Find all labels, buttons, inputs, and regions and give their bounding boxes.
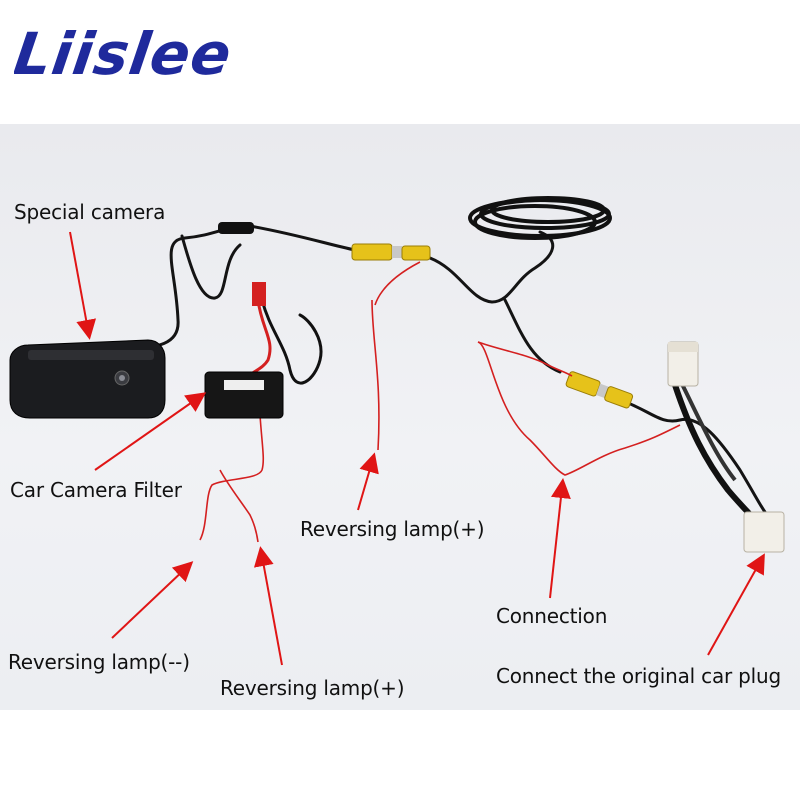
original-car-plug-harness (667, 341, 785, 553)
camera-filter-box (204, 371, 284, 419)
thin-red-wires (199, 261, 681, 543)
label-reversing-lamp-plus-center: Reversing lamp(+) (300, 517, 485, 541)
cable-coil (468, 196, 612, 240)
arrow-reversing-lamp-plus-bottom (253, 546, 283, 666)
label-connect-original-plug: Connect the original car plug (496, 664, 782, 688)
rca-connector-top (351, 243, 431, 261)
arrow-connection (549, 478, 571, 599)
video-cable (128, 224, 767, 514)
inline-connector (218, 222, 254, 234)
arrow-reversing-lamp-minus (111, 561, 194, 639)
arrow-camera-filter (94, 392, 207, 471)
brand-logo: Liislee (14, 20, 236, 88)
label-reversing-lamp-minus: Reversing lamp(--) (8, 650, 190, 674)
label-connection: Connection (496, 604, 608, 628)
brand-wordmark: Liislee (14, 20, 236, 88)
label-special-camera: Special camera (14, 200, 166, 224)
arrow-reversing-lamp-plus-center (357, 452, 379, 511)
pointer-arrows (69, 231, 765, 666)
rear-camera-handle (9, 339, 166, 419)
label-car-camera-filter: Car Camera Filter (10, 478, 182, 502)
power-cable (243, 282, 323, 385)
arrow-original-plug (707, 553, 765, 656)
arrow-special-camera (69, 231, 97, 340)
label-reversing-lamp-plus-bottom: Reversing lamp(+) (220, 676, 405, 700)
rca-connector-middle (565, 371, 634, 409)
